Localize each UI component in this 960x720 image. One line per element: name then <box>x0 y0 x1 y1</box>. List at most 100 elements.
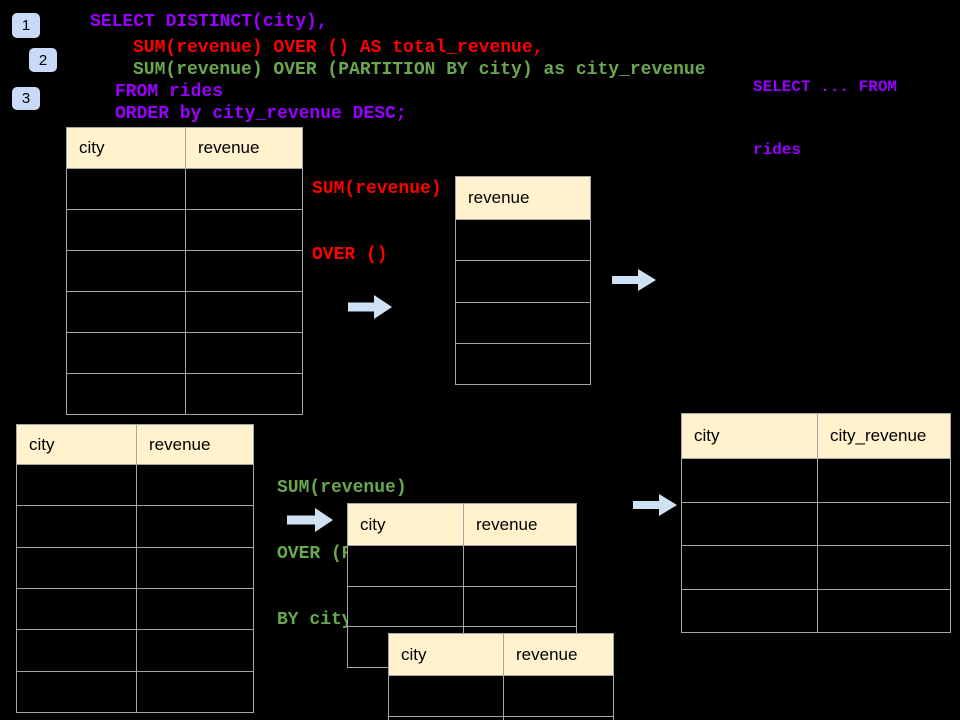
table-row <box>17 629 253 671</box>
table-total-result: revenue <box>455 176 591 385</box>
table-row <box>348 546 576 586</box>
table-cell-empty <box>17 588 137 630</box>
column-header-city: city <box>389 634 504 675</box>
table-cell-empty <box>818 590 950 633</box>
column-header-city-revenue: city_revenue <box>818 414 950 458</box>
table-row <box>682 588 950 633</box>
flow-arrow-icon <box>633 494 677 516</box>
table-cell-empty <box>818 546 950 589</box>
sql-line-select: SELECT DISTINCT(city), <box>90 12 328 32</box>
table-cell-empty <box>67 333 186 373</box>
step-badge-1: 1 <box>12 13 40 38</box>
table-header-row: city city_revenue <box>682 414 950 459</box>
flow-arrow-icon <box>287 508 333 532</box>
table-cell-empty <box>464 546 576 586</box>
column-header-city: city <box>348 504 464 545</box>
table-cell-empty <box>137 506 253 546</box>
table-row <box>456 301 590 343</box>
table-cell-empty <box>186 374 302 414</box>
table-cell-empty <box>137 548 253 588</box>
table-cell-empty <box>67 169 186 209</box>
table-cell-empty <box>389 676 504 716</box>
table-cell-empty <box>17 547 137 588</box>
sql-side-note: SELECT ... FROM rides <box>753 35 897 203</box>
table-cell-empty <box>67 374 186 414</box>
step-badge-3: 3 <box>12 87 40 110</box>
table-cell-empty <box>348 586 464 627</box>
table-cell-empty <box>456 303 590 343</box>
table-cell-empty <box>186 210 302 250</box>
annotation-line: OVER () <box>312 245 388 265</box>
column-header-city: city <box>67 128 186 168</box>
table-row <box>682 501 950 546</box>
table-cell-empty <box>17 671 137 712</box>
column-header-revenue: revenue <box>504 634 613 675</box>
table-row <box>348 585 576 627</box>
table-header-row: city revenue <box>17 425 253 465</box>
table-row <box>456 342 590 384</box>
table-row <box>456 220 590 260</box>
table-cell-empty <box>818 459 950 502</box>
table-row <box>67 250 302 291</box>
annotation-line: SUM(revenue) <box>277 478 407 498</box>
column-header-city: city <box>17 425 137 464</box>
table-cell-empty <box>348 546 464 586</box>
table-cell-empty <box>67 251 186 291</box>
table-row <box>67 169 302 209</box>
table-cell-empty <box>137 630 253 670</box>
table-cell-empty <box>456 261 590 301</box>
table-cell-empty <box>818 503 950 546</box>
flow-arrow-icon <box>612 269 656 291</box>
table-cell-empty <box>17 630 137 671</box>
table-cell-empty <box>137 465 253 505</box>
sql-line-from: FROM rides <box>115 82 224 102</box>
column-header-revenue: revenue <box>464 504 576 545</box>
table-cell-empty <box>186 251 302 291</box>
table-row <box>67 332 302 373</box>
table-header-row: city revenue <box>67 128 302 169</box>
sql-line-order-by: ORDER by city_revenue DESC; <box>115 104 407 124</box>
table-row <box>17 546 253 588</box>
annotation-line: SUM(revenue) <box>312 179 442 199</box>
table-row <box>67 209 302 250</box>
table-cell-empty <box>682 589 818 632</box>
table-row <box>67 291 302 332</box>
table-row <box>682 459 950 502</box>
table-cell-empty <box>137 672 253 712</box>
table-cell-empty <box>17 506 137 547</box>
table-row <box>682 545 950 589</box>
side-note-line: SELECT ... FROM <box>753 78 898 96</box>
table-cell-empty <box>137 589 253 629</box>
step-badge-2: 2 <box>29 48 57 72</box>
table-header-row: city revenue <box>348 504 576 546</box>
table-row <box>17 465 253 506</box>
sql-line-city-revenue: SUM(revenue) OVER (PARTITION BY city) as… <box>133 60 706 80</box>
table-source-bottom: city revenue <box>16 424 254 713</box>
annotation-total-revenue: SUM(revenue) OVER () <box>312 134 442 310</box>
table-cell-empty <box>456 344 590 384</box>
table-source-top: city revenue <box>66 127 303 415</box>
table-cell-empty <box>456 220 590 260</box>
table-cell-empty <box>186 333 302 373</box>
table-row <box>456 260 590 301</box>
table-row <box>17 670 253 712</box>
table-row <box>389 716 613 720</box>
table-cell-empty <box>389 717 504 720</box>
table-cell-empty <box>464 587 576 627</box>
table-header-row: revenue <box>456 177 590 220</box>
table-cell-empty <box>67 210 186 250</box>
column-header-revenue: revenue <box>456 177 590 219</box>
table-cell-empty <box>67 292 186 332</box>
table-cell-empty <box>186 169 302 209</box>
table-row <box>389 676 613 716</box>
table-cell-empty <box>504 676 613 716</box>
flow-arrow-icon <box>348 295 392 319</box>
side-note-line: rides <box>753 141 802 159</box>
table-cell-empty <box>682 502 818 545</box>
table-cell-empty <box>186 292 302 332</box>
column-header-city: city <box>682 414 818 458</box>
table-cell-empty <box>17 465 137 506</box>
sql-line-total-revenue: SUM(revenue) OVER () AS total_revenue, <box>133 38 544 58</box>
table-city-revenue-result: city city_revenue <box>681 413 951 633</box>
